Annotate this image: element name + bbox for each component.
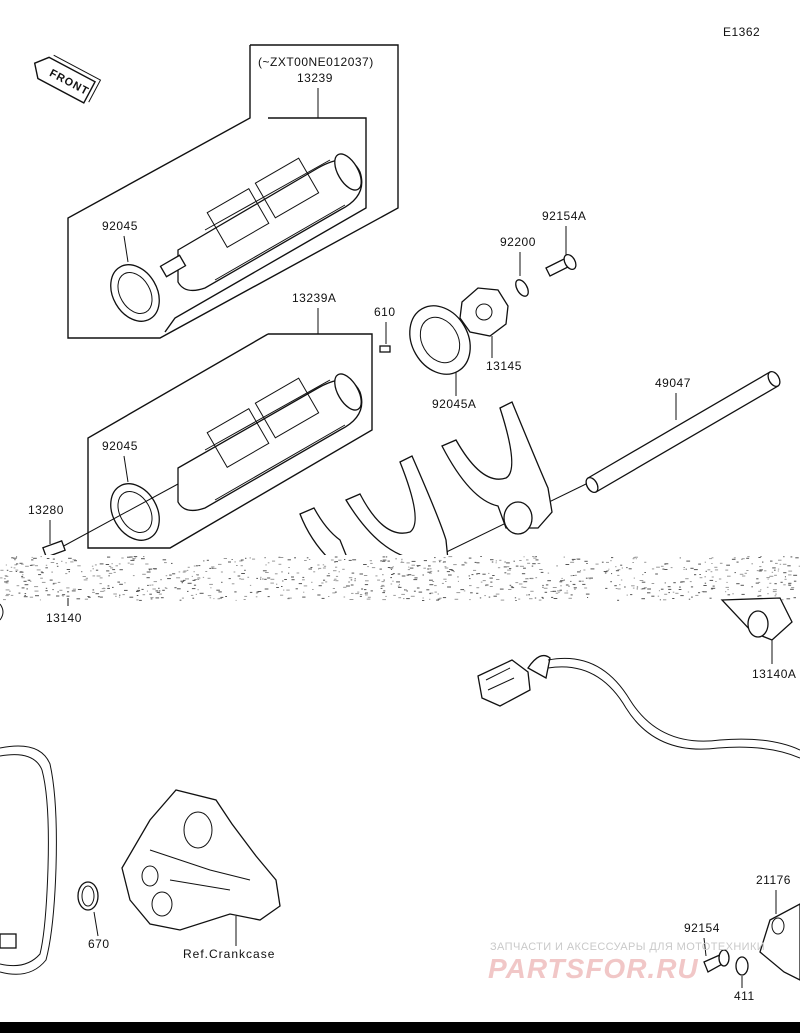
label-92045-bottom: 92045 — [102, 439, 138, 453]
bolt-92154A — [545, 253, 577, 277]
watermark-tagline: ЗАПЧАСТИ И АКСЕССУАРЫ ДЛЯ МОТОТЕХНИКИ — [490, 941, 765, 953]
sensor-connector — [477, 654, 800, 759]
watermark-brand: PARTSFOR.RU — [488, 953, 699, 984]
cable-clip — [0, 933, 17, 949]
serial-note: (~ZXT00NE012037) — [258, 55, 374, 69]
shaft-13140-end — [0, 603, 4, 621]
o-ring-670 — [77, 881, 99, 911]
label-13239A: 13239A — [292, 291, 336, 305]
label-13140: 13140 — [46, 611, 82, 625]
label-ref-crankcase: Ref.Crankcase — [183, 947, 275, 961]
shaft-13140A — [720, 597, 793, 641]
crankcase-ref — [121, 789, 281, 931]
label-13140A: 13140A — [752, 667, 796, 681]
shift-drum-13239A — [177, 373, 363, 512]
label-49047: 49047 — [655, 376, 691, 390]
bearing-92045A — [409, 305, 471, 375]
cam-13145 — [459, 287, 509, 337]
label-13145: 13145 — [486, 359, 522, 373]
washer-92200 — [515, 279, 529, 297]
bottom-bar — [0, 1022, 800, 1033]
bolt-13280 — [42, 540, 66, 558]
box-13239A-group — [87, 333, 373, 549]
box-13239-group — [67, 44, 399, 339]
pin-610 — [379, 345, 391, 353]
bolt-92154 — [703, 949, 730, 973]
label-92154A: 92154A — [542, 209, 586, 223]
label-92200: 92200 — [500, 235, 536, 249]
label-92045A: 92045A — [432, 397, 476, 411]
shaft-49047 — [585, 370, 781, 494]
bearing-92045-bottom — [110, 483, 160, 541]
bracket-21176 — [759, 903, 800, 981]
label-411: 411 — [734, 989, 755, 1003]
label-92045-top: 92045 — [102, 219, 138, 233]
label-92154: 92154 — [684, 921, 720, 935]
cable-left — [0, 745, 57, 975]
label-13280: 13280 — [28, 503, 64, 517]
bearing-92045-top — [110, 264, 160, 322]
label-670: 670 — [88, 937, 110, 951]
shift-drum-13239 — [159, 153, 363, 292]
shift-fork-middle — [345, 455, 449, 561]
label-13239: 13239 — [297, 71, 333, 85]
label-21176: 21176 — [756, 873, 791, 887]
front-arrow-badge: FRONT — [33, 54, 102, 104]
washer-411 — [735, 956, 749, 976]
shift-fork-left — [299, 507, 349, 561]
label-610: 610 — [374, 305, 396, 319]
noise-band — [0, 555, 800, 601]
shift-fork-right — [441, 401, 553, 535]
diagram-code: E1362 — [723, 25, 760, 39]
